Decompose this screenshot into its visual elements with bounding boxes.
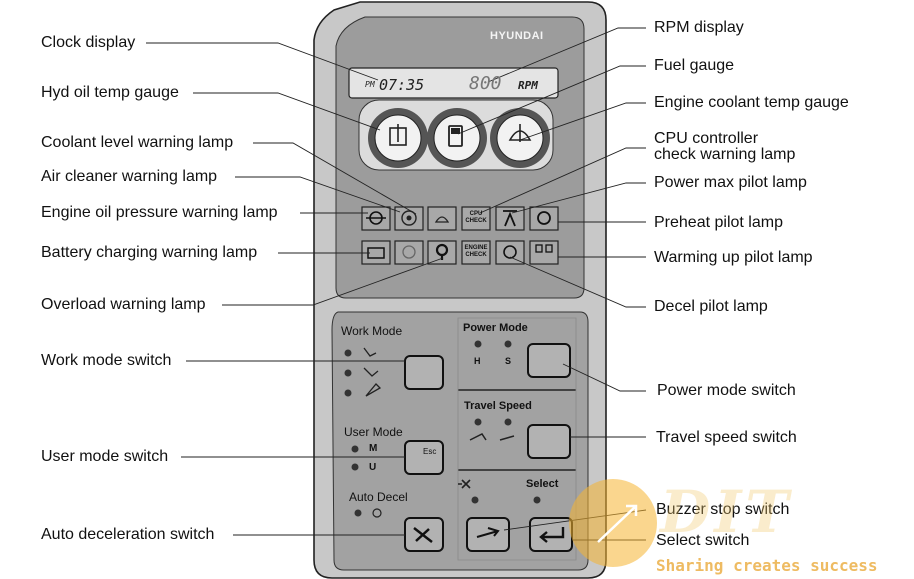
warming-up-lamp [529,240,559,265]
lcd-rpm-value: 800 [469,73,502,94]
watermark-tagline: Sharing creates success [656,556,878,575]
switch-area [331,311,589,571]
engine-oil-pressure-lamp [361,206,391,231]
watermark-badge [569,479,657,567]
label-power-mode-switch: Power mode switch [657,382,796,399]
user-mode-esc: Esc [423,447,437,456]
label-overload-lamp: Overload warning lamp [41,296,206,313]
label-clock-display: Clock display [41,34,136,51]
preheat-lamp [529,206,559,231]
power-mode-h: H [474,356,481,366]
label-user-mode-switch: User mode switch [41,448,169,465]
label-warming-up-lamp: Warming up pilot lamp [654,249,813,266]
select-title: Select [526,478,559,490]
lcd-clock: 07:35 [379,76,425,94]
engine-check-lamp-text: ENGINE CHECK [464,245,488,258]
label-battery-charging-lamp: Battery charging warning lamp [41,244,258,261]
label-rpm-display: RPM display [654,19,744,36]
battery-charging-lamp [361,240,391,265]
label-engine-coolant-temp-gauge: Engine coolant temp gauge [654,94,849,111]
work-mode-switch [404,355,444,390]
label-work-mode-switch: Work mode switch [41,352,172,369]
label-coolant-level-lamp: Coolant level warning lamp [41,134,234,151]
label-hyd-oil-temp-gauge: Hyd oil temp gauge [41,84,179,101]
user-mode-u: U [369,462,377,473]
user-mode-title: User Mode [344,425,403,439]
power-max-lamp [495,206,525,231]
label-auto-decel-switch: Auto deceleration switch [41,526,215,543]
lcd-pm: PM [365,80,375,89]
lcd-rpm-unit: RPM [518,79,538,92]
decel-lamp [495,240,525,265]
engine-check-lamp [461,240,491,265]
power-mode-title: Power Mode [463,322,528,334]
travel-speed-switch [527,424,571,459]
watermark-logo: DIT [660,478,793,546]
air-cleaner-lamp [394,206,424,231]
user-mode-m: M [369,443,378,454]
label-air-cleaner-lamp: Air cleaner warning lamp [41,168,218,185]
power-mode-switch [527,343,571,378]
overload-lamp [427,240,457,265]
label-travel-speed-switch: Travel speed switch [656,429,797,446]
label-fuel-gauge: Fuel gauge [654,57,735,74]
blank-lamp [394,240,424,265]
cpu-check-lamp-text: CPU CHECK [465,211,487,224]
label-select-switch: Select switch [656,532,750,549]
work-mode-title: Work Mode [341,324,403,338]
label-cpu-check-lamp: CPU controller check warning lamp [654,130,796,163]
label-engine-oil-pressure-lamp: Engine oil pressure warning lamp [41,204,278,221]
user-mode-switch [404,440,444,475]
label-decel-lamp: Decel pilot lamp [654,298,768,315]
label-preheat-lamp: Preheat pilot lamp [654,214,783,231]
cpu-check-lamp [461,206,491,231]
fuel-gauge [427,108,487,168]
coolant-level-lamp [427,206,457,231]
brand-logo: HYUNDAI [490,30,544,42]
auto-decel-title: Auto Decel [349,490,408,504]
engine-coolant-temp-gauge [490,108,550,168]
indicator-leds [344,340,541,517]
label-power-max-lamp: Power max pilot lamp [654,174,807,191]
travel-speed-title: Travel Speed [464,400,532,412]
power-mode-s: S [505,356,512,366]
label-buzzer-stop-switch: Buzzer stop switch [656,501,790,518]
lcd-window [348,67,559,99]
hyd-oil-temp-gauge [368,108,428,168]
